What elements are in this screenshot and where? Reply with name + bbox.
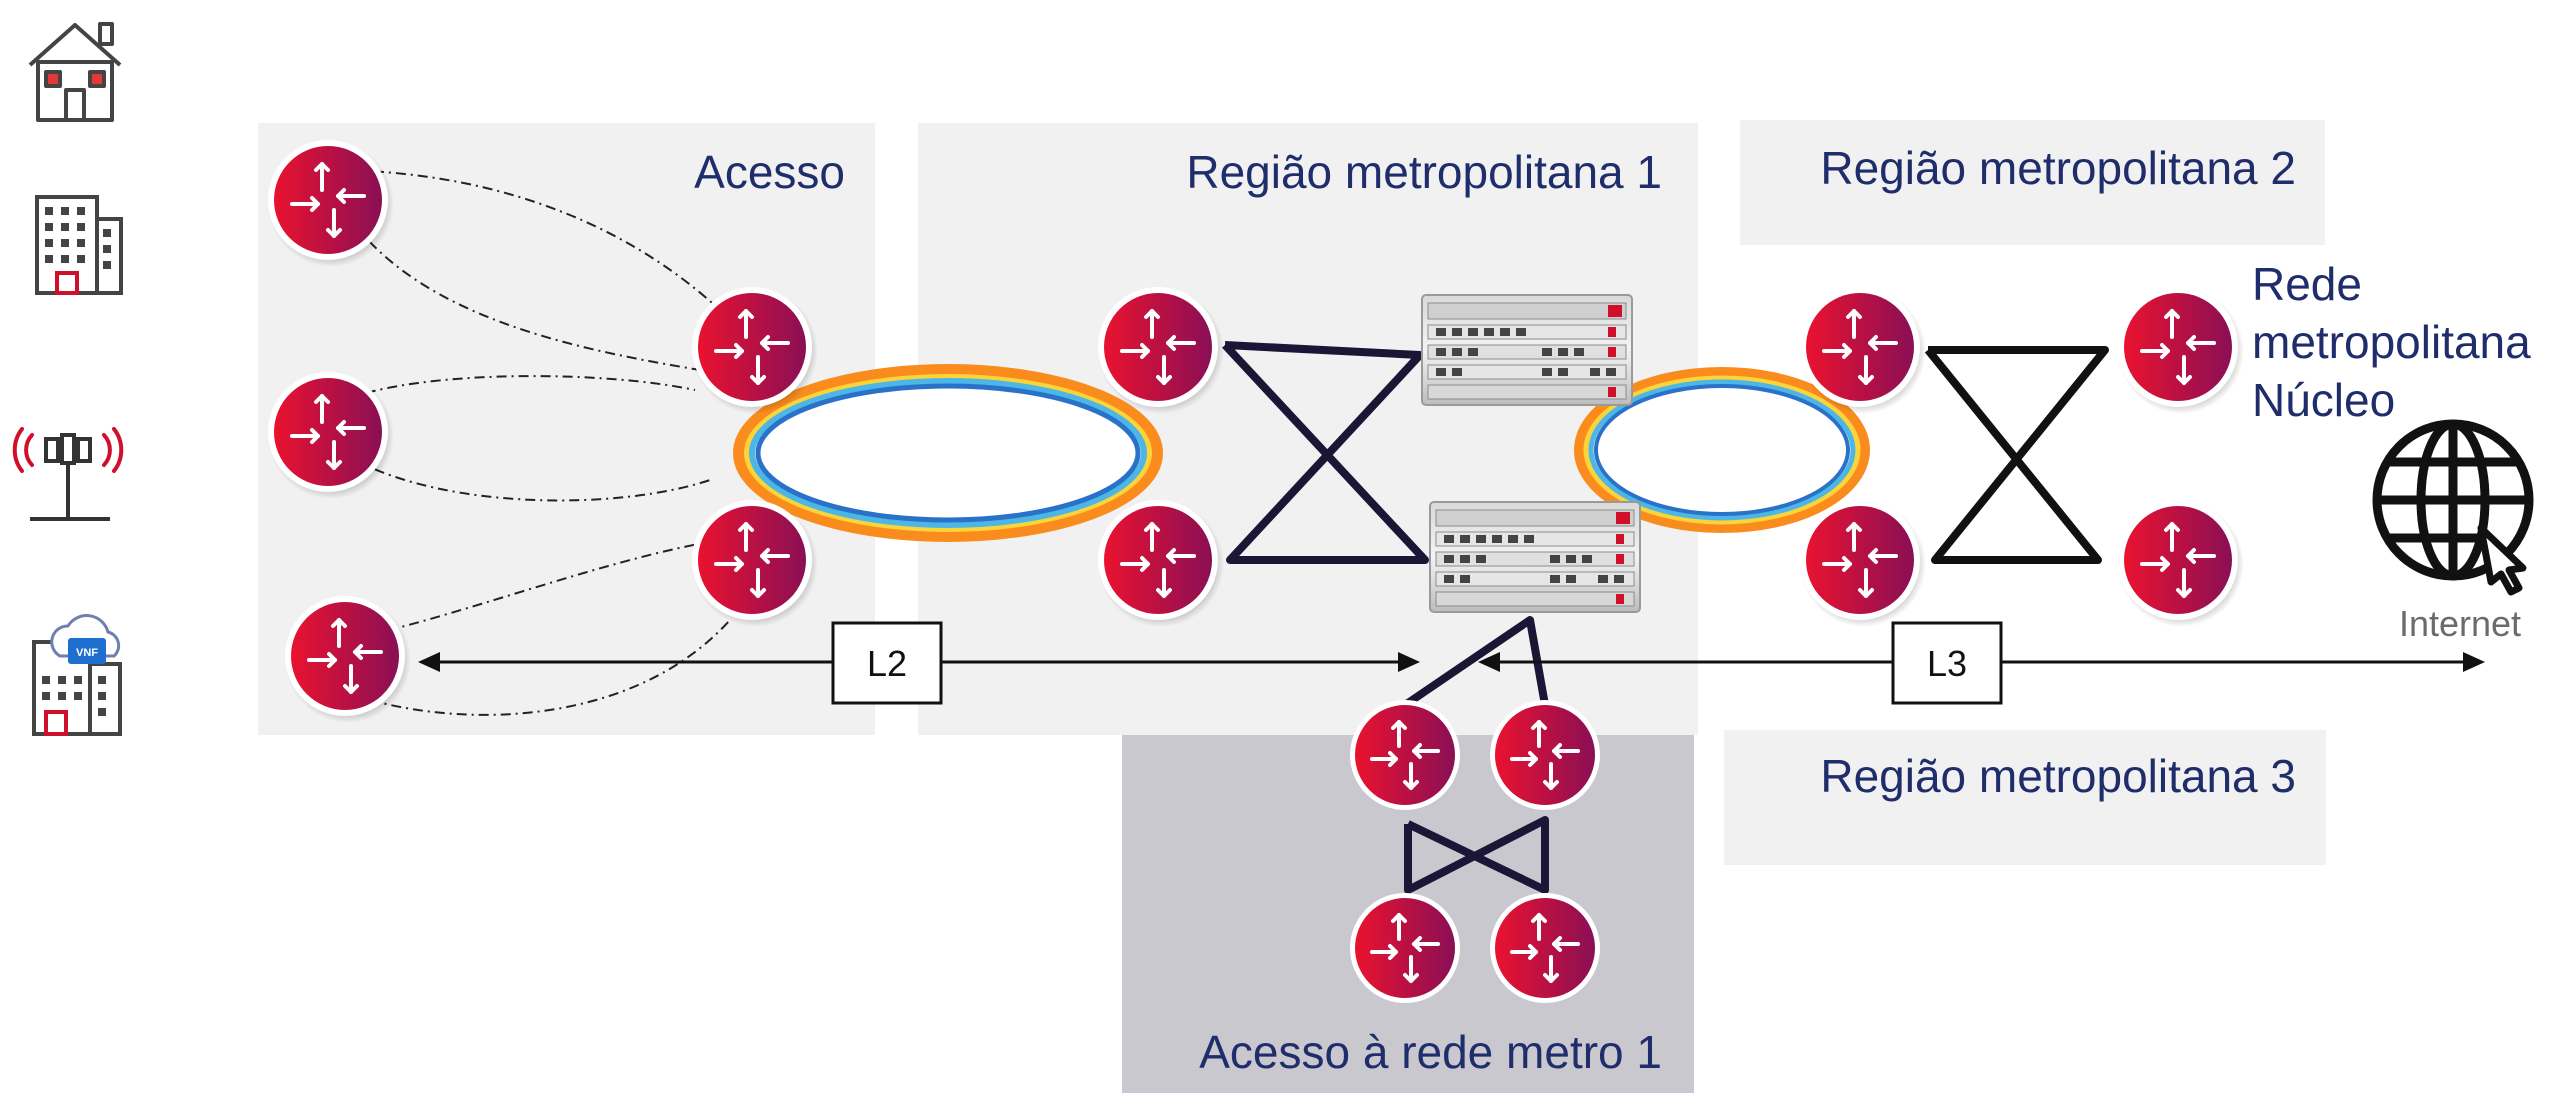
access-ring [733, 364, 1163, 542]
core-title-line-1: Rede [2252, 258, 2362, 310]
region-metro-access-title: Acesso à rede metro 1 [1199, 1026, 1662, 1078]
router-access-2[interactable] [266, 370, 396, 501]
cell-tower-icon [12, 427, 124, 521]
core-title-line-3: Núcleo [2252, 374, 2395, 426]
l3-label: L3 [1927, 643, 1967, 684]
region-metro2-background [1740, 120, 2325, 245]
l2-box [831, 621, 943, 705]
router-metro1-2[interactable] [1096, 498, 1226, 629]
core-cross-links [1924, 346, 2109, 564]
region-metro1-title: Região metropolitana 1 [1186, 146, 1662, 198]
metro-switch-chassis-2[interactable] [1429, 501, 1641, 613]
region-access-title: Acesso [694, 146, 845, 198]
router-access-3[interactable] [283, 594, 413, 725]
router-access-1[interactable] [266, 138, 396, 269]
core-title-line-2: metropolitana [2252, 316, 2531, 368]
internet-label: Internet [2399, 603, 2521, 644]
region-metro2-title: Região metropolitana 2 [1820, 142, 2296, 194]
router-metro-access-2[interactable] [1488, 698, 1602, 812]
metro1-cross-links [1222, 341, 1429, 564]
router-metro2-edge[interactable] [1798, 285, 1928, 416]
vnf-badge-label: VNF [76, 647, 98, 659]
router-metro-access-3[interactable] [1348, 891, 1462, 1005]
metro-access-links [1402, 616, 1549, 894]
house-icon [28, 22, 122, 122]
router-metro3-edge[interactable] [1798, 498, 1928, 629]
region-metro3-background [1724, 730, 2326, 865]
router-core-1[interactable] [2116, 285, 2246, 416]
region-metro3-title: Região metropolitana 3 [1820, 750, 2296, 802]
metro-switch-chassis-1[interactable] [1421, 294, 1633, 406]
router-metro-access-4[interactable] [1488, 891, 1602, 1005]
metro-ring [1574, 367, 1870, 533]
vnf-cloud-building-icon: VNF [32, 614, 122, 736]
router-core-2[interactable] [2116, 498, 2246, 629]
l3-box [1891, 621, 2003, 705]
router-access-aggregation-1[interactable] [690, 285, 820, 416]
router-access-aggregation-2[interactable] [690, 498, 820, 629]
office-building-icon [35, 195, 123, 295]
router-metro-access-1[interactable] [1348, 698, 1462, 812]
l2-label: L2 [867, 643, 907, 684]
globe-cursor-icon [2372, 419, 2534, 596]
router-metro1-1[interactable] [1096, 285, 1226, 416]
